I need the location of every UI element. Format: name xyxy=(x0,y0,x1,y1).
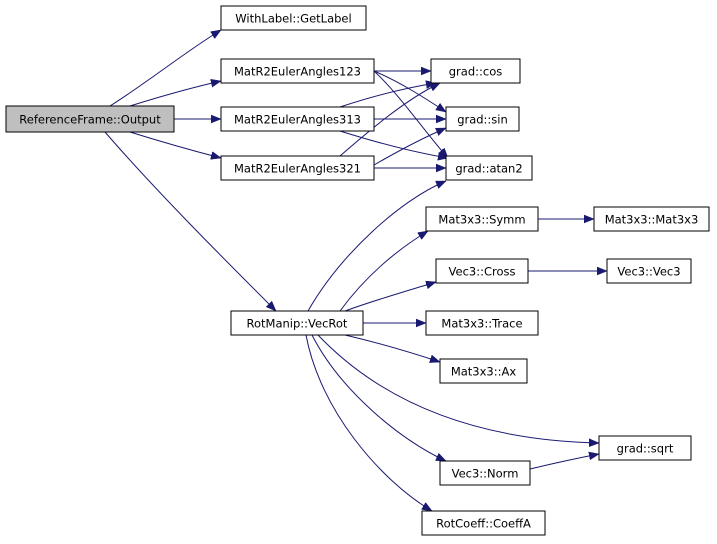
node-vecrot[interactable]: RotManip::VecRot xyxy=(230,310,364,336)
node-cross[interactable]: Vec3::Cross xyxy=(435,258,529,284)
edge-line xyxy=(104,131,276,311)
edge-norm-to-sqrt xyxy=(529,454,599,470)
node-box[interactable] xyxy=(445,106,520,132)
node-label: Mat3x3::Trace xyxy=(441,317,522,331)
node-label: MatR2EulerAngles321 xyxy=(234,162,361,176)
node-box[interactable] xyxy=(220,5,367,31)
edge-root-to-m321 xyxy=(129,131,221,158)
edge-line xyxy=(317,334,599,443)
node-label: grad::sqrt xyxy=(617,442,674,456)
node-m123[interactable]: MatR2EulerAngles123 xyxy=(220,58,375,84)
edge-line xyxy=(373,70,448,158)
node-label: grad::cos xyxy=(449,65,502,79)
node-box[interactable] xyxy=(425,310,539,336)
edge-line xyxy=(344,282,436,312)
node-box[interactable] xyxy=(425,206,539,232)
node-label: RotManip::VecRot xyxy=(247,317,348,331)
node-sqrt[interactable]: grad::sqrt xyxy=(598,435,692,461)
edge-vecrot-to-symm xyxy=(339,230,428,312)
edge-line xyxy=(307,180,446,312)
edge-line xyxy=(339,82,440,157)
node-label: Mat3x3::Mat3x3 xyxy=(605,213,699,227)
edge-line xyxy=(529,454,599,470)
node-getlabel[interactable]: WithLabel::GetLabel xyxy=(220,5,367,31)
edge-root-to-m123 xyxy=(129,81,221,107)
node-label: RotCoeff::CoeffA xyxy=(436,517,531,531)
node-label: grad::sin xyxy=(457,113,508,127)
node-box[interactable] xyxy=(5,105,175,133)
node-label: Vec3::Cross xyxy=(449,265,516,279)
node-label: MatR2EulerAngles123 xyxy=(234,65,361,79)
edge-line xyxy=(339,83,436,108)
nodes-layer: ReferenceFrame::Output WithLabel::GetLabe… xyxy=(5,5,710,536)
node-label: ReferenceFrame::Output xyxy=(19,113,161,127)
node-vec3[interactable]: Vec3::Vec3 xyxy=(606,258,692,284)
node-label: grad::atan2 xyxy=(455,162,522,176)
edge-line xyxy=(373,70,446,113)
edges-layer xyxy=(104,29,607,512)
edge-vecrot-to-coeffa xyxy=(305,334,432,512)
node-box[interactable] xyxy=(220,58,375,84)
edge-line xyxy=(339,230,428,312)
node-label: Mat3x3::Ax xyxy=(451,365,517,379)
edge-line xyxy=(305,334,432,512)
node-box[interactable] xyxy=(593,206,710,232)
node-box[interactable] xyxy=(606,258,692,284)
node-label: Mat3x3::Symm xyxy=(438,213,525,227)
edge-line xyxy=(373,127,446,166)
node-box[interactable] xyxy=(439,358,528,384)
node-box[interactable] xyxy=(220,106,375,132)
edge-vecrot-to-ax xyxy=(344,334,440,362)
node-coeffa[interactable]: RotCoeff::CoeffA xyxy=(421,510,546,536)
node-symm[interactable]: Mat3x3::Symm xyxy=(425,206,539,232)
edge-line xyxy=(311,334,446,462)
edge-root-to-getlabel xyxy=(109,29,221,107)
edge-root-to-vecrot xyxy=(104,131,276,311)
node-root[interactable]: ReferenceFrame::Output xyxy=(5,105,175,133)
node-sin[interactable]: grad::sin xyxy=(445,106,520,132)
node-label: MatR2EulerAngles313 xyxy=(234,113,361,127)
node-box[interactable] xyxy=(230,310,364,336)
edge-m123-to-atan2 xyxy=(373,70,448,158)
node-norm[interactable]: Vec3::Norm xyxy=(439,460,531,486)
edge-line xyxy=(129,131,221,158)
edge-m313-to-atan2 xyxy=(339,130,448,158)
node-atan2[interactable]: grad::atan2 xyxy=(445,155,533,181)
node-box[interactable] xyxy=(445,155,533,181)
node-cos[interactable]: grad::cos xyxy=(430,58,521,84)
node-box[interactable] xyxy=(421,510,546,536)
node-box[interactable] xyxy=(435,258,529,284)
node-box[interactable] xyxy=(598,435,692,461)
edge-line xyxy=(339,130,448,158)
edge-vecrot-to-norm xyxy=(311,334,446,462)
node-box[interactable] xyxy=(220,155,375,181)
edge-m313-to-cos xyxy=(339,83,436,108)
edge-line xyxy=(129,81,221,107)
node-m313[interactable]: MatR2EulerAngles313 xyxy=(220,106,375,132)
node-m321[interactable]: MatR2EulerAngles321 xyxy=(220,155,375,181)
edge-m321-to-cos xyxy=(339,82,440,157)
edge-vecrot-to-cross xyxy=(344,282,436,312)
edge-vecrot-to-atan2 xyxy=(307,180,446,312)
node-mat3x3[interactable]: Mat3x3::Mat3x3 xyxy=(593,206,710,232)
edge-line xyxy=(344,334,440,362)
node-trace[interactable]: Mat3x3::Trace xyxy=(425,310,539,336)
edge-line xyxy=(109,29,221,107)
node-ax[interactable]: Mat3x3::Ax xyxy=(439,358,528,384)
node-label: Vec3::Norm xyxy=(452,467,519,481)
node-label: Vec3::Vec3 xyxy=(617,265,680,279)
edge-vecrot-to-sqrt xyxy=(317,334,599,443)
node-box[interactable] xyxy=(430,58,521,84)
edge-m321-to-sin xyxy=(373,127,446,166)
node-label: WithLabel::GetLabel xyxy=(235,12,351,26)
node-box[interactable] xyxy=(439,460,531,486)
edge-m123-to-sin xyxy=(373,70,446,113)
